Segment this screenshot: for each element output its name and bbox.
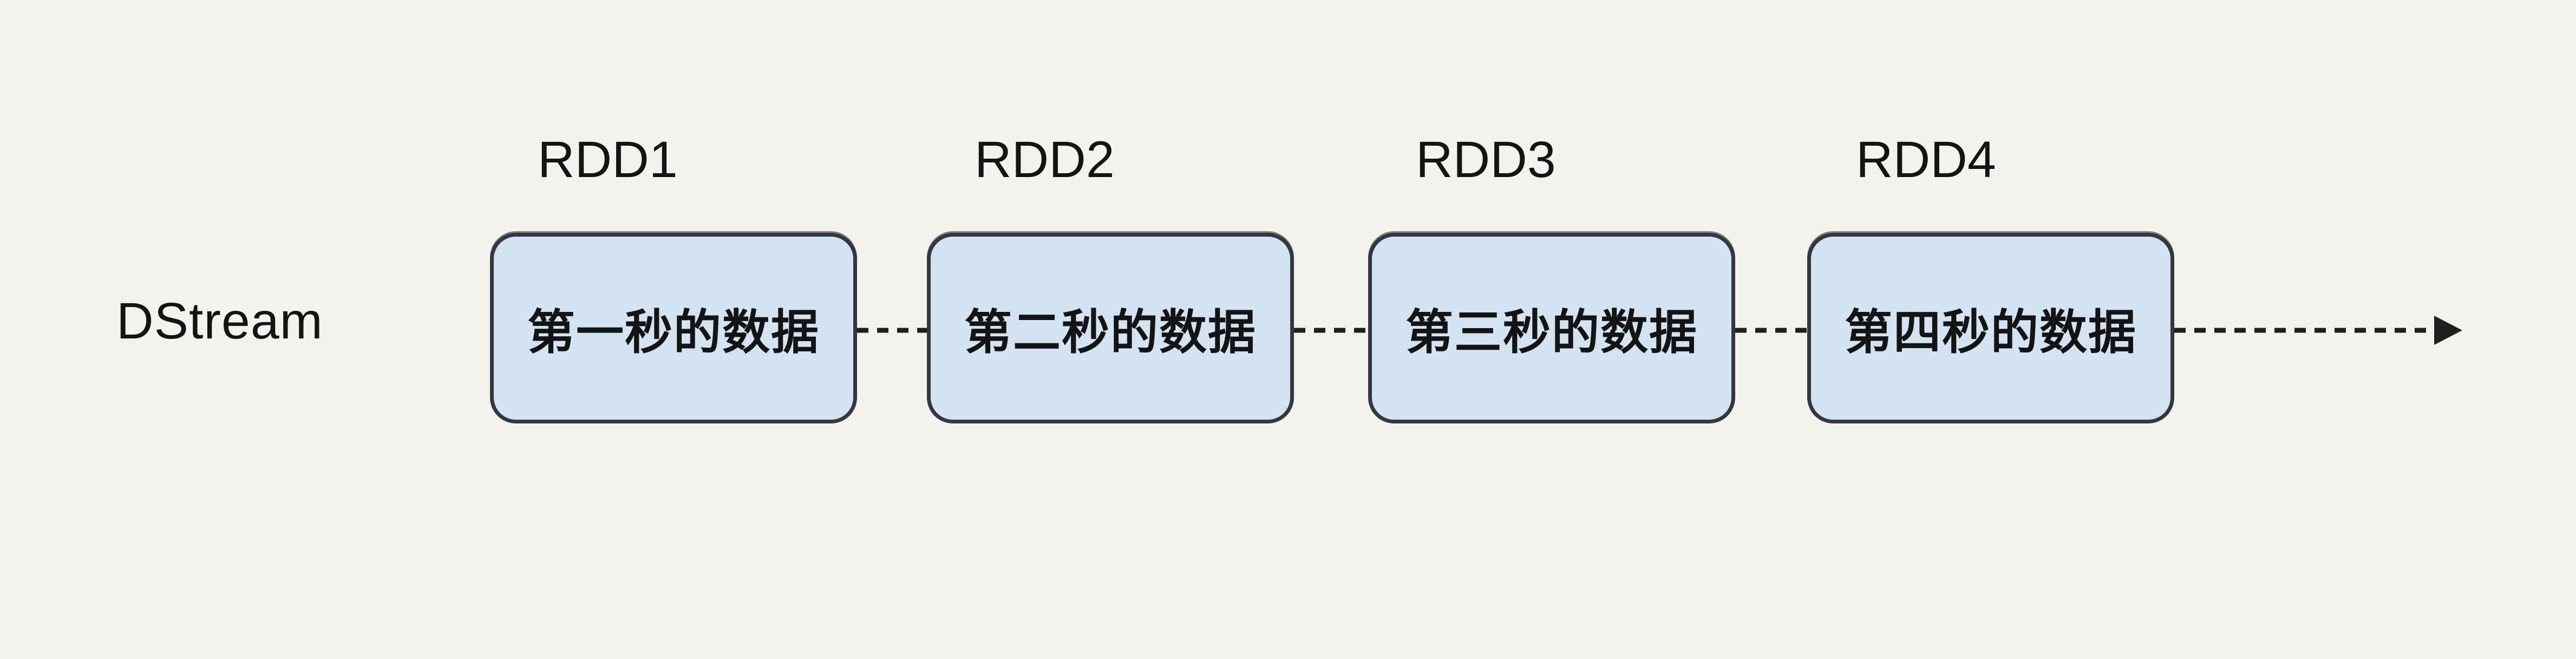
- rdd1-label: RDD1: [538, 131, 678, 188]
- arrowhead-icon: [2434, 316, 2462, 345]
- dstream-label: DStream: [116, 292, 323, 350]
- rdd2-box-text: 第二秒的数据: [964, 305, 1257, 359]
- rdd3-label: RDD3: [1416, 131, 1556, 188]
- rdd1-box: 第一秒的数据: [490, 233, 857, 423]
- rdd4-box-text: 第四秒的数据: [1844, 305, 2137, 359]
- rdd2-box: 第二秒的数据: [927, 233, 1294, 423]
- rdd1-box-text: 第一秒的数据: [527, 305, 820, 359]
- rdd4-box: 第四秒的数据: [1807, 233, 2174, 423]
- rdd3-box-text: 第三秒的数据: [1405, 305, 1698, 359]
- rdd3-box: 第三秒的数据: [1368, 233, 1735, 423]
- rdd2-label: RDD2: [975, 131, 1115, 188]
- rdd4-label: RDD4: [1856, 131, 1996, 188]
